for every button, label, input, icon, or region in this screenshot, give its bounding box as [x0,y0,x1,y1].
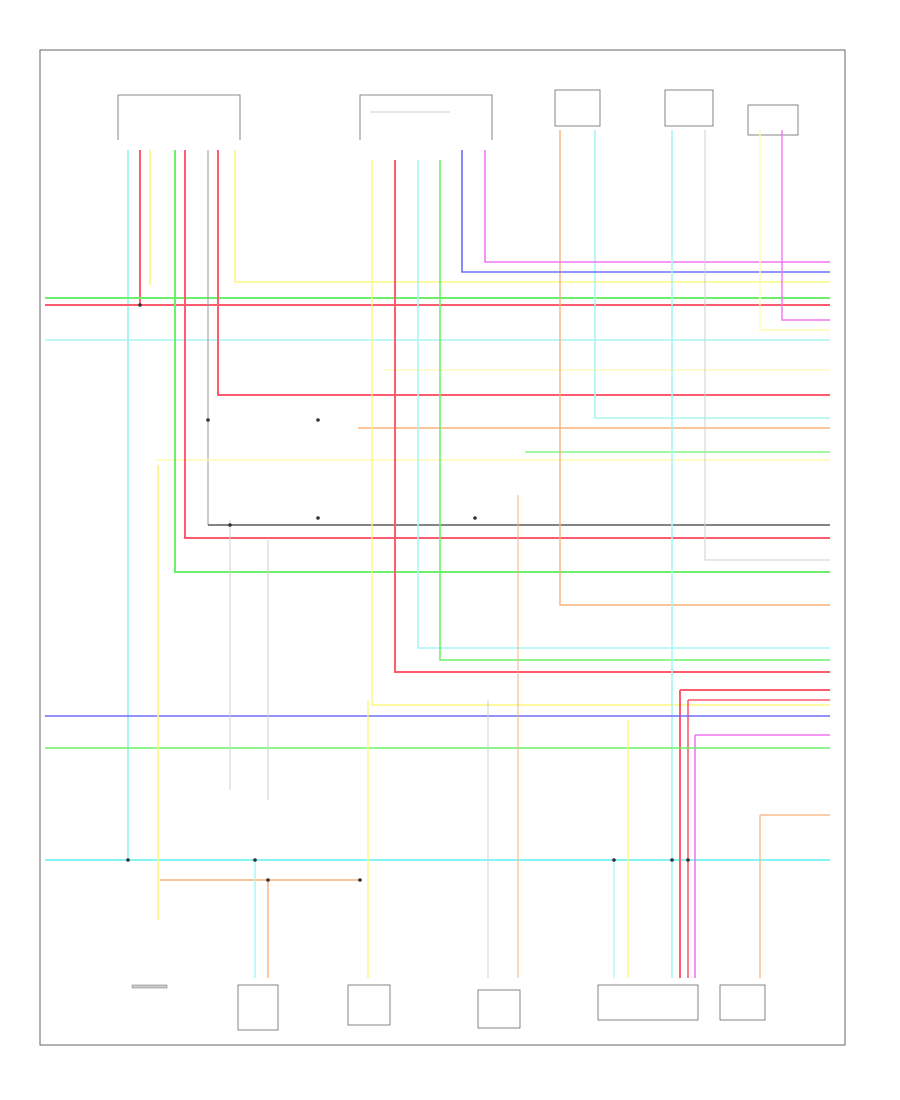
wire-green [174,150,830,573]
wire-red [184,150,830,539]
splice-dot [126,858,130,862]
splice-dot [206,418,210,422]
splice-dot [253,858,257,862]
wire-blue [461,150,830,273]
component-bottom-3 [347,984,391,1026]
wire-magenta [484,150,830,263]
wire-yellow [371,160,830,706]
component-bottom-2 [237,984,279,1031]
wire-red [394,160,830,673]
component-bottom-6 [719,984,766,1021]
wire-magenta [781,130,830,321]
splice-dot [266,878,270,882]
wire-light-yellow [759,130,830,331]
wire-red [217,150,830,396]
component-bottom-4 [477,989,521,1029]
wire-light-cyan [417,160,830,649]
wire-yellow [234,150,830,283]
splice-dot [670,858,674,862]
diagram-border [39,49,846,1046]
component-bottom-5 [597,984,699,1021]
splice-dot [358,878,362,882]
wires-layer [45,130,830,978]
splice-dot [316,418,320,422]
component-top-sensor-1 [554,89,601,127]
splice-dot [138,303,142,307]
component-top-left-connector [117,94,241,140]
component-top-sensor-3 [747,104,799,136]
component-bottom-1 [131,984,168,989]
wire-light-gray [704,130,830,561]
component-top-sensor-2 [664,89,714,127]
wire-orange [559,130,830,606]
component-top-center-switch [359,94,493,140]
splice-dot [473,516,477,520]
wire-green [439,160,830,661]
splice-dot [228,523,232,527]
splice-dot [316,516,320,520]
splice-dot [686,858,690,862]
splice-dots-layer [126,303,690,882]
wire-light-cyan [594,130,830,419]
splice-dot [612,858,616,862]
